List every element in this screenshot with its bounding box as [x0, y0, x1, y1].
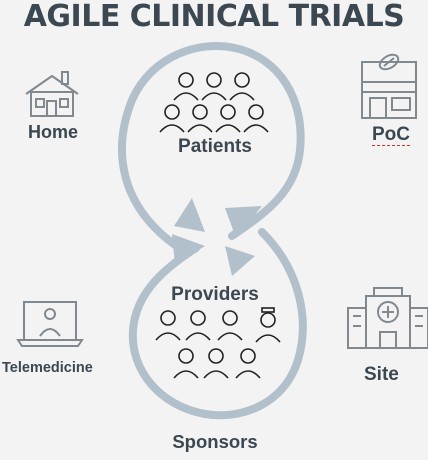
home-icon: [25, 71, 79, 117]
telemedicine-laptop-icon: [16, 301, 84, 347]
lower-loop: [128, 228, 307, 420]
patients-label: Patients: [178, 136, 252, 157]
upper-loop: [118, 41, 305, 249]
arrowhead-lower-left: [172, 234, 205, 265]
hospital-site-icon: [347, 287, 428, 349]
site-label: Site: [364, 364, 399, 385]
providers-label: Providers: [171, 284, 259, 305]
sponsors-label: Sponsors: [172, 431, 258, 452]
arrowhead-upper: [225, 206, 262, 238]
telemedicine-label: Telemedicine: [2, 360, 93, 376]
arrowhead-left: [174, 198, 205, 232]
arrowhead-lower-right: [225, 246, 255, 276]
poc-label: PoC: [372, 124, 410, 146]
home-label: Home: [27, 122, 78, 142]
diagram-title: AGILE CLINICAL TRIALS: [23, 0, 405, 34]
providers-group-icon: [155, 307, 281, 379]
patients-group-icon: [159, 72, 269, 133]
pharmacy-store-icon: [361, 53, 417, 119]
